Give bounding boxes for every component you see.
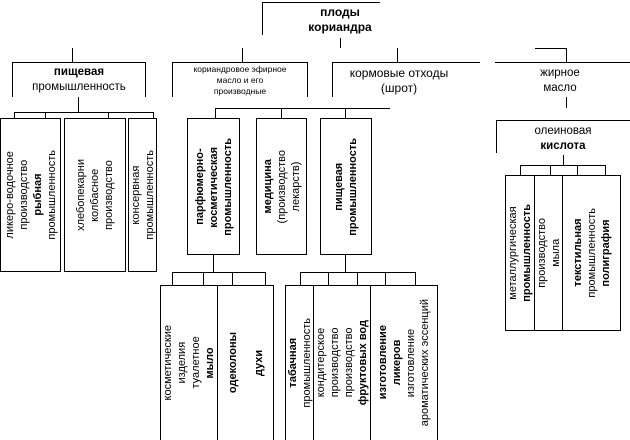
node-text: (шрот) xyxy=(380,81,418,95)
node-text: медицина xyxy=(261,159,274,214)
node-text: рыбная xyxy=(31,173,44,217)
root-node-coriander-fruits: плоды кориандра xyxy=(290,5,390,35)
node-text: промышленность xyxy=(585,208,598,298)
node-text: олеиновая xyxy=(534,125,592,137)
node-text: пищевая xyxy=(53,66,105,78)
node-text: производные xyxy=(213,86,267,96)
root-line-2: кориандра xyxy=(308,20,372,34)
node-text: кориандровое эфирное xyxy=(193,64,287,74)
node-text: парфюмерно- xyxy=(193,148,206,225)
node-text: мыла xyxy=(549,239,562,268)
node-text: изделия xyxy=(176,342,188,384)
node-text: хлебопекарни xyxy=(75,159,87,231)
node-text: табачная xyxy=(286,338,299,388)
node-feed-waste: кормовые отходы (шрот) xyxy=(334,66,464,96)
node-text: промышленность xyxy=(45,150,58,240)
node-text: промышленность xyxy=(347,137,359,236)
node-text: промышленность xyxy=(221,137,234,236)
node-oleic-acid: олеиновая кислота xyxy=(513,124,613,154)
node-text: жирное xyxy=(540,67,580,79)
node-text: полиграфия xyxy=(599,219,612,287)
node-food-industry: пищевая промышленность xyxy=(14,65,144,95)
node-text: ликеров xyxy=(391,340,403,386)
node-text: текстильная xyxy=(571,218,584,288)
node-text: производство xyxy=(535,218,548,288)
node-text: кондитерское xyxy=(315,328,327,398)
node-text: кормовые отходы xyxy=(349,66,449,80)
node-text: производство xyxy=(103,160,115,230)
root-line-1: плоды xyxy=(320,5,360,19)
node-text: металлургическая xyxy=(507,206,519,300)
node-text: производство xyxy=(329,328,341,398)
node-text: (производство xyxy=(275,149,288,224)
node-text: одеколоны xyxy=(226,332,239,394)
node-fatty-oil: жирное масло xyxy=(510,66,610,96)
node-text: ликеро-водочное xyxy=(3,151,16,239)
node-text: лекарств) xyxy=(289,161,302,212)
node-colognes-perfume: одеколоны духи xyxy=(217,285,274,440)
node-text: изготовление xyxy=(377,325,389,401)
node-text: пищевая xyxy=(333,162,345,211)
node-text: промышленность xyxy=(32,81,126,93)
node-text: промышленность xyxy=(300,318,313,408)
node-text: фруктовых вод xyxy=(357,320,369,406)
node-text: ароматических эссенций xyxy=(419,299,431,427)
node-text: масло и его xyxy=(216,75,264,85)
node-text: производство xyxy=(343,328,355,398)
node-text: промышленность xyxy=(521,204,533,302)
node-text: косметические xyxy=(162,325,174,401)
node-text: производство xyxy=(17,160,30,230)
node-text: мыло xyxy=(204,347,216,379)
node-text: туалетное xyxy=(190,336,202,390)
node-text: масло xyxy=(543,82,577,94)
node-text: косметическая xyxy=(207,146,220,227)
node-text: консервная xyxy=(129,165,142,225)
node-text: кислота xyxy=(540,140,586,152)
node-text: колбасное xyxy=(89,168,101,222)
node-text: духи xyxy=(252,349,265,377)
node-essential-oil: кориандровое эфирное масло и его произво… xyxy=(174,64,306,97)
node-text: изготовление xyxy=(405,328,417,398)
node-text: промышленность xyxy=(143,150,156,240)
